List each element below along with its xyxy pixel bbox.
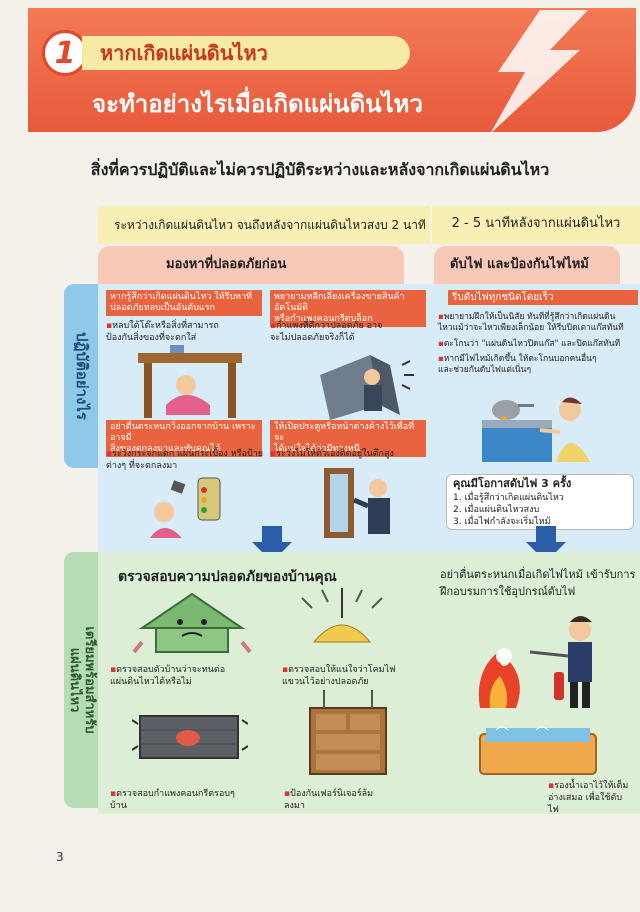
prepare-note: ▪ป้องกันเฟอร์นิเจอร์ล้มลงมา (284, 789, 374, 811)
down-arrow-icon (526, 526, 566, 562)
bathtub-illustration (479, 726, 597, 775)
side-label-prepare: เตรียมพร้อมสำหรับ แผ่นดินไหว (64, 552, 100, 808)
left-column-header: ระหว่างเกิดแผ่นดินไหว จนถึงหลังจากแผ่นดิ… (98, 206, 430, 244)
tip-title: คุณมีโอกาสดับไฟ 3 ครั้ง (453, 477, 572, 490)
falling-sign-illustration (150, 477, 221, 538)
action-tag: อย่าตื่นตระหนกวิ่งออกจากบ้าน เพราะอาจมีส… (106, 420, 262, 457)
fire-note-1: ▪พยายามฝึกให้เป็นนิสัย ทันทีที่รู้สึกว่า… (438, 312, 624, 333)
page-number: 3 (56, 850, 64, 864)
prepare-title: ตรวจสอบความปลอดภัยของบ้านคุณ (118, 569, 337, 585)
bathtub-note: ▪รองน้ำเอาไว้ให้เต็มอ่างเสมอ เพื่อใช้ดับ… (548, 781, 629, 815)
down-arrow-icon (252, 526, 292, 562)
table-hiding-illustration (138, 345, 242, 418)
house-illustration (132, 592, 252, 654)
side-label-action: ปฏิบัติอย่างไร (64, 284, 100, 468)
ceiling-lamp-illustration (301, 588, 383, 643)
action-tag: หากรู้สึกว่าเกิดแผ่นดินไหว ให้รีบหาที่ปล… (106, 290, 262, 316)
wall-collapse-illustration (320, 355, 414, 420)
open-door-illustration (324, 468, 390, 538)
lightning-icon (490, 10, 588, 134)
right-column-header: 2 - 5 นาทีหลังจากแผ่นดินไหว (432, 206, 640, 244)
stove-illustration (482, 397, 590, 462)
fire-tag: รีบดับไฟทุกชนิดโดยเร็ว (448, 290, 638, 305)
tip-item: 2. เมื่อแผ่นดินไหวสงบ (453, 505, 540, 515)
right-subheader: ดับไฟ และป้องกันไฟไหม้ (434, 246, 620, 284)
chapter-subtitle: จะทำอย่างไรเมื่อเกิดแผ่นดินไหว (92, 90, 423, 118)
action-note: ▪ระวังกระจกแตก แผ่นกระเบื้อง หรือป้ายต่า… (106, 449, 264, 471)
tip-box: คุณมีโอกาสดับไฟ 3 ครั้ง 1. เมื่อรู้สึกว่… (446, 474, 634, 530)
prepare-note: ▪ตรวจสอบกำแพงคอนกรีตรอบๆบ้าน (110, 789, 235, 811)
prepare-note: ▪ตรวจสอบให้แน่ใจว่าโคมไฟแขวนไว้อย่างปลอด… (282, 665, 396, 687)
furniture-illustration (309, 690, 387, 775)
action-tag: ให้เปิดประตูหรือหน้าต่างค้างไว้เพื่อที่จ… (270, 420, 426, 457)
section-heading: สิ่งที่ควรปฏิบัติและไม่ควรปฏิบัติระหว่าง… (90, 160, 550, 179)
prepare-note: ▪ตรวจสอบตัวบ้านว่าจะทนต่อแผ่นดินไหวได้หร… (110, 665, 226, 687)
left-subheader: มองหาที่ปลอดภัยก่อน (98, 246, 404, 284)
action-tag: พยายามหลีกเลี่ยงเครื่องขายสินค้าอัตโนมัต… (270, 290, 426, 327)
fire-note-3: ▪หากมีไฟไหม้เกิดขึ้น ให้ตะโกนบอกคนอื่นๆแ… (438, 354, 597, 375)
action-note: ▪ระวังไม่ให้ตัวเองติดอยู่ในตึกสูง (270, 449, 394, 459)
action-note: ▪กำแพงที่ดีกว่าปลอดภัย อาจจะไม่ปลอดภัยจร… (270, 321, 383, 343)
chapter-number: 1 (42, 30, 88, 76)
tip-item: 1. เมื่อรู้สึกว่าเกิดแผ่นดินไหว (453, 493, 564, 503)
fire-note-2: ▪ตะโกนว่า "แผ่นดินไหวปิดแก๊ส" และปิดแก๊ส… (438, 339, 621, 349)
prepare-title-right: อย่าตื่นตระหนกเมื่อเกิดไฟไหม้ เข้ารับการ… (440, 568, 636, 598)
tip-item: 3. เมื่อไฟกำลังจะเริ่มไหม้ (453, 517, 551, 527)
concrete-wall-illustration (132, 715, 248, 759)
chapter-title: หากเกิดแผ่นดินไหว (82, 36, 410, 70)
fire-extinguisher-illustration (478, 616, 592, 708)
action-note: ▪หลบใต้โต๊ะหรือสิ่งที่สามารถป้องกันสิ่งข… (106, 321, 219, 343)
